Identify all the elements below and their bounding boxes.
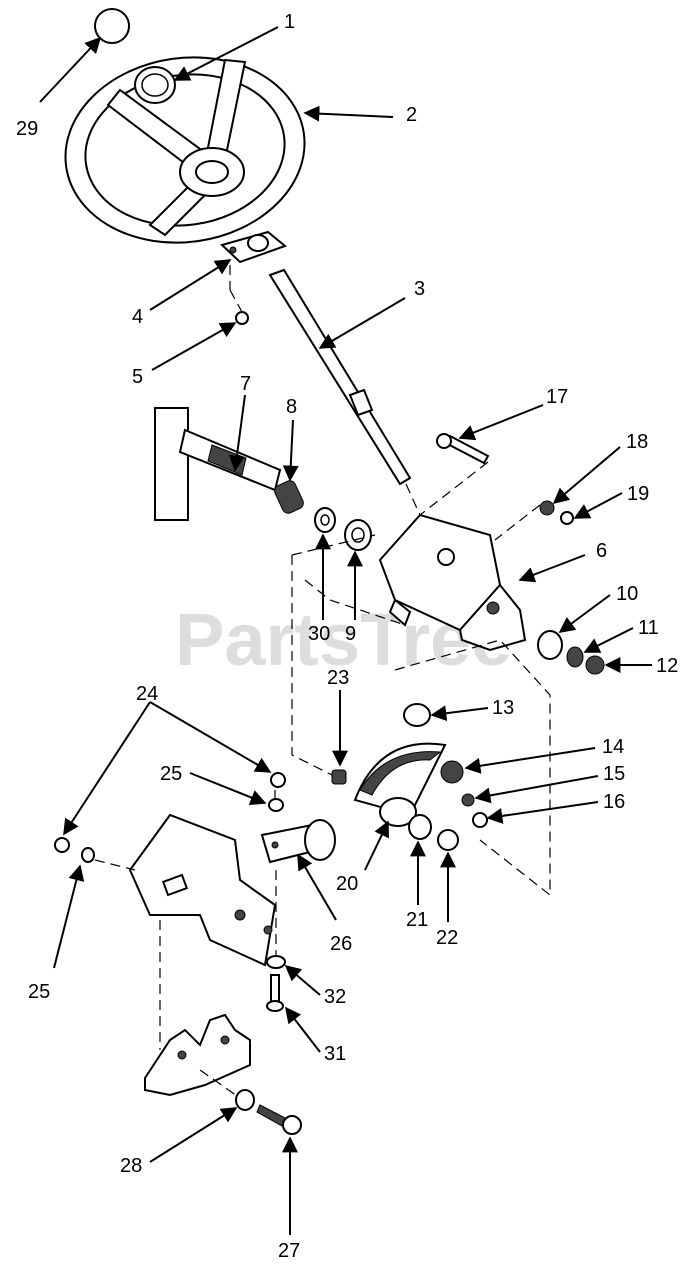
callout-9: 9	[345, 623, 356, 645]
callout-16: 16	[603, 791, 625, 813]
washer	[566, 646, 584, 668]
washer	[81, 847, 95, 863]
bushing	[344, 519, 372, 551]
steering-support-bracket	[378, 513, 527, 652]
callout-10: 10	[616, 583, 638, 605]
callout-19: 19	[627, 483, 649, 505]
steering-wheel	[64, 56, 306, 244]
callout-25-upper: 25	[160, 763, 182, 785]
callout-29: 29	[16, 118, 38, 140]
callout-7: 7	[240, 373, 251, 395]
leader-lines	[39, 26, 652, 1235]
callout-5: 5	[132, 366, 143, 388]
emblem	[94, 8, 130, 44]
washer	[266, 955, 286, 969]
callout-2: 2	[406, 104, 417, 126]
screw	[235, 311, 249, 325]
callout-20: 20	[336, 873, 358, 895]
washer	[408, 814, 432, 840]
bushing	[403, 703, 431, 727]
callout-11: 11	[638, 617, 659, 639]
horn-cap	[134, 66, 176, 104]
callout-32: 32	[324, 986, 346, 1008]
washer	[314, 507, 336, 533]
callout-31: 31	[324, 1043, 346, 1065]
callout-12: 12	[656, 655, 678, 677]
callout-4: 4	[132, 306, 143, 328]
callout-8: 8	[286, 396, 297, 418]
pinion-shaft-arm	[154, 407, 282, 521]
washer	[331, 769, 347, 785]
callout-30: 30	[308, 623, 330, 645]
nut	[270, 772, 286, 788]
callout-24: 24	[136, 683, 158, 705]
bolt	[266, 974, 284, 1012]
nut	[585, 655, 605, 675]
steering-shaft	[268, 268, 412, 486]
steering-flange-plate	[220, 230, 287, 264]
callout-15: 15	[603, 763, 625, 785]
callout-28: 28	[120, 1155, 142, 1177]
callout-6: 6	[596, 540, 607, 562]
cap	[560, 511, 574, 525]
bushing	[537, 630, 563, 660]
spring	[274, 480, 304, 514]
callout-18: 18	[626, 431, 648, 453]
callout-13: 13	[492, 697, 514, 719]
callout-22: 22	[436, 927, 458, 949]
lower-bracket	[128, 813, 277, 967]
nut	[472, 812, 488, 828]
mounting-bracket	[144, 1013, 251, 1097]
bolt	[436, 433, 490, 465]
callout-21: 21	[406, 909, 428, 931]
callout-25-lower: 25	[28, 981, 50, 1003]
washer	[268, 798, 284, 812]
callout-27: 27	[278, 1240, 300, 1262]
nut	[440, 760, 464, 784]
callout-17: 17	[546, 386, 568, 408]
callout-3: 3	[414, 278, 425, 300]
sector-gear	[353, 742, 447, 827]
pivot-sleeve	[260, 819, 336, 864]
nut	[54, 837, 70, 853]
callout-26: 26	[330, 933, 352, 955]
callout-14: 14	[602, 736, 624, 758]
washer	[235, 1089, 255, 1111]
callout-1: 1	[284, 11, 295, 33]
washer	[461, 793, 475, 807]
bolt	[256, 1104, 302, 1135]
nut	[539, 500, 555, 516]
callout-23: 23	[327, 667, 349, 689]
nut	[437, 829, 459, 851]
